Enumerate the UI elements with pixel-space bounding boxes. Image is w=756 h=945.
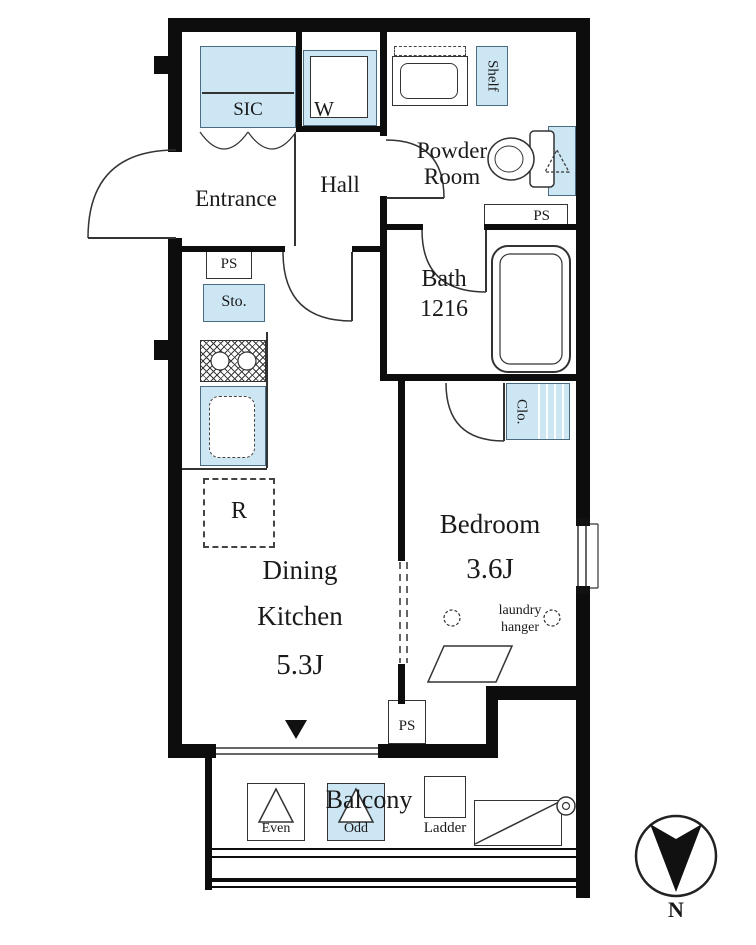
wall-bath-left bbox=[380, 230, 387, 381]
wall-bedroom-step bbox=[486, 700, 498, 758]
powder-mirror-outline bbox=[394, 46, 466, 56]
room-label-bedroom: Bedroom bbox=[439, 509, 541, 539]
fixture-label-ps-bottom: PS bbox=[398, 718, 416, 734]
sliding-door-dashed bbox=[399, 562, 408, 663]
wall-bath-top-a bbox=[387, 224, 423, 230]
wall-dk-top-a bbox=[182, 246, 285, 252]
shelf-box bbox=[476, 46, 508, 106]
north-arrow-icon bbox=[634, 814, 718, 898]
wall-right bbox=[576, 18, 590, 898]
powder-sink-counter bbox=[392, 56, 468, 106]
wall-bottom-left bbox=[168, 744, 216, 758]
sic-hanger-pipe bbox=[202, 92, 294, 94]
refrigerator-space bbox=[203, 478, 275, 548]
hall-dk-door-arc bbox=[282, 251, 353, 322]
fixture-label-washer: W bbox=[314, 97, 334, 121]
wall-notch-mid bbox=[154, 340, 168, 360]
room-label-bedroom-size: 3.6J bbox=[466, 553, 514, 585]
balcony-rail-line-2 bbox=[211, 856, 576, 858]
wall-dk-bedroom-upper bbox=[398, 381, 405, 561]
bedroom-door-arc bbox=[445, 382, 505, 442]
wall-left-lower bbox=[168, 238, 182, 758]
shoe-closet-box bbox=[200, 46, 296, 128]
kitchen-sink-bowl bbox=[209, 396, 255, 458]
wall-left-upper bbox=[168, 18, 182, 152]
room-label-dk-1: Dining bbox=[262, 555, 338, 585]
fixture-label-fridge: R bbox=[230, 498, 247, 524]
kitchen-counter-bottom bbox=[182, 468, 267, 470]
sic-folding-doors bbox=[199, 131, 297, 150]
closet-shelf-stripes bbox=[538, 384, 569, 439]
balcony-rail-line-4 bbox=[211, 886, 576, 888]
pipe-space-bottom-box bbox=[388, 700, 426, 744]
entrance-step-line bbox=[294, 134, 296, 246]
fixture-label-sic: SIC bbox=[233, 99, 263, 120]
balcony-rail-line-1 bbox=[211, 848, 576, 850]
laundry-hanger-pole bbox=[426, 645, 514, 683]
wall-notch-top bbox=[154, 56, 168, 74]
balcony-label-odd: Odd bbox=[343, 821, 369, 836]
room-label-hall: Hall bbox=[320, 172, 360, 197]
wall-dk-bedroom-lower bbox=[398, 664, 405, 704]
fixture-label-storage: Sto. bbox=[221, 293, 247, 310]
dk-balcony-window bbox=[216, 744, 378, 758]
wall-powder-left-upper bbox=[380, 32, 387, 136]
wall-powder-left-lower bbox=[380, 196, 387, 230]
room-label-bath-1: Bath bbox=[421, 266, 467, 292]
stove bbox=[200, 340, 266, 382]
room-label-balcony: Balcony bbox=[325, 785, 413, 814]
room-label-bath-2: 1216 bbox=[420, 296, 468, 322]
fixture-label-shelf: Shelf bbox=[484, 60, 501, 92]
room-label-entrance: Entrance bbox=[195, 186, 277, 211]
room-label-dk-2: Kitchen bbox=[257, 601, 343, 631]
wall-bath-top-b bbox=[484, 224, 576, 230]
balcony-left-wall bbox=[205, 758, 212, 890]
wall-bath-bottom bbox=[387, 374, 576, 381]
fixture-label-ps-top: PS bbox=[533, 208, 550, 224]
drain-cap-inner bbox=[561, 801, 571, 811]
powder-sink-bowl bbox=[400, 63, 458, 99]
fixture-label-closet: Clo. bbox=[513, 399, 530, 425]
wall-bedroom-bottom bbox=[486, 686, 590, 700]
balcony-label-even: Even bbox=[261, 821, 291, 836]
kitchen-counter-edge bbox=[266, 332, 268, 468]
wall-bottom-mid bbox=[378, 744, 498, 758]
wall-sic-hall-divider bbox=[296, 32, 302, 132]
window-marker bbox=[285, 720, 307, 739]
wall-dk-top-b bbox=[352, 246, 380, 252]
wall-washer-front bbox=[296, 126, 386, 132]
room-label-powder-1: Powder bbox=[416, 138, 488, 163]
room-label-powder-2: Room bbox=[423, 164, 481, 189]
bathtub bbox=[491, 245, 571, 373]
entrance-door-arc bbox=[87, 149, 177, 239]
room-label-dk-size: 5.3J bbox=[276, 649, 324, 681]
wall-top bbox=[168, 18, 590, 32]
balcony-rail-line-3 bbox=[211, 878, 576, 882]
fixture-label-laundry-2: hanger bbox=[500, 620, 540, 635]
fixture-label-ps-left: PS bbox=[220, 256, 238, 272]
compass-label-north: N bbox=[668, 897, 684, 922]
balcony-slope-box bbox=[474, 800, 562, 846]
ladder-box bbox=[424, 776, 466, 818]
fixture-label-laundry-1: laundry bbox=[498, 603, 542, 618]
washing-machine-outline bbox=[310, 56, 368, 118]
balcony-label-ladder: Ladder bbox=[423, 820, 467, 836]
storage-box bbox=[203, 284, 265, 322]
toilet-side-panel bbox=[548, 126, 576, 196]
